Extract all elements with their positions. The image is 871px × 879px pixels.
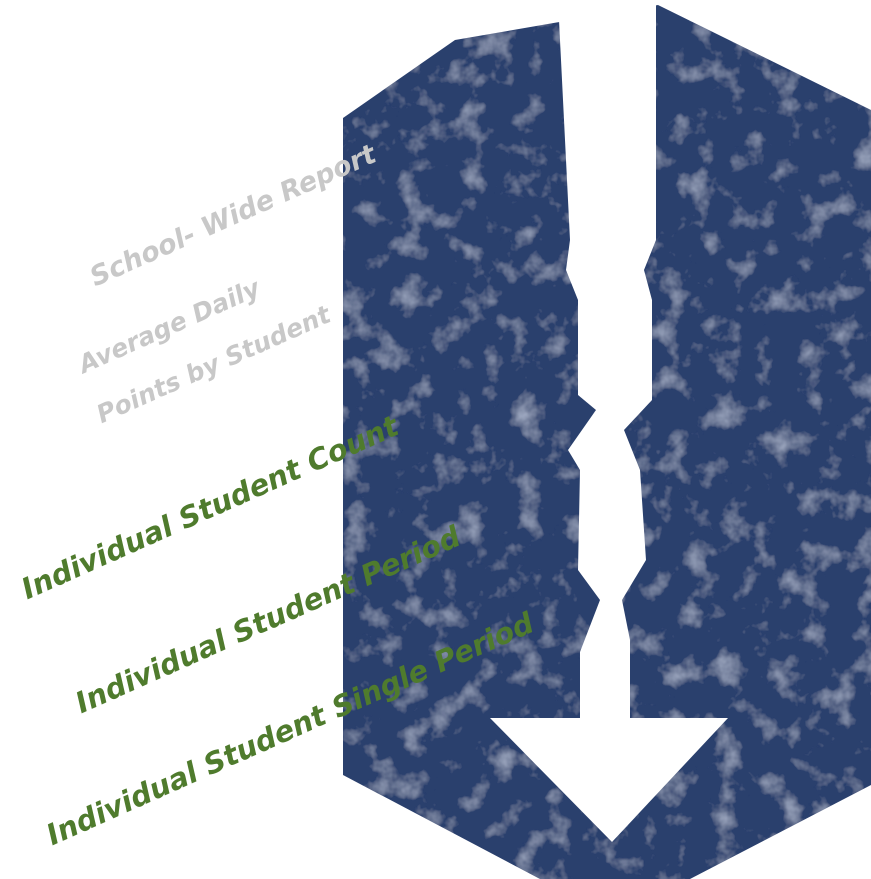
down-arrow-icon — [490, 0, 728, 842]
